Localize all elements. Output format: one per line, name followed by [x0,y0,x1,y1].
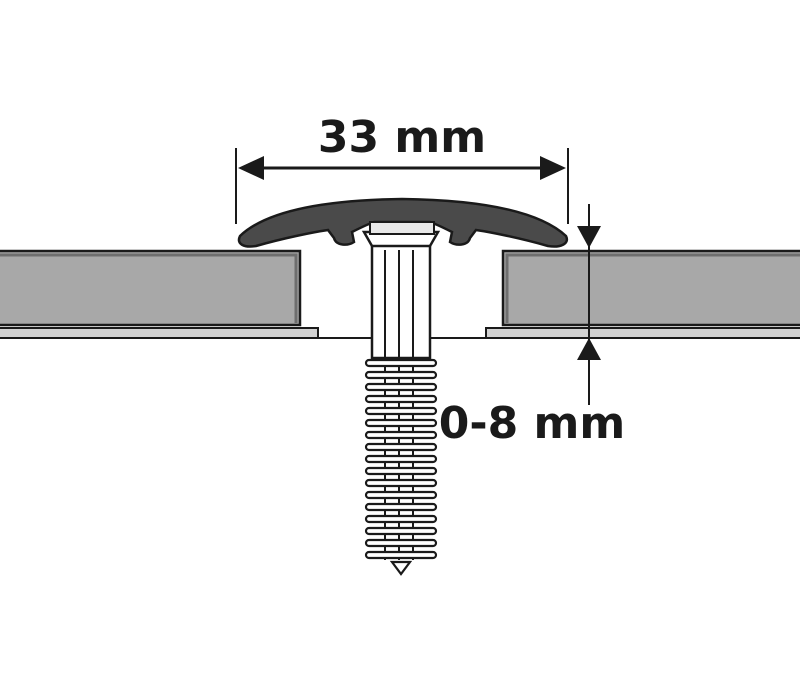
arrow-up-icon [577,338,601,360]
thread-rib [364,550,438,560]
thread-rib [364,490,438,500]
thread-rib [364,418,438,428]
thread-rib [364,502,438,512]
thread-rib [364,370,438,380]
arrow-down-icon [577,226,601,248]
thread-rib [364,526,438,536]
left-base-strip [0,327,319,339]
thread-rib [364,394,438,404]
width-dimension: 33 mm [235,112,569,224]
thread-rib [364,466,438,476]
arrow-left-icon [238,156,264,180]
left-floor-panel [0,249,302,327]
thread-rib [364,406,438,416]
thread-rib [364,358,438,368]
thread-rib [364,442,438,452]
thread-rib [364,454,438,464]
thread-rib [364,514,438,524]
thread-rib [364,478,438,488]
width-dimension-label: 33 mm [318,112,486,163]
right-floor-panel [501,249,800,327]
right-base-strip [485,327,800,339]
thread-rib [364,382,438,392]
transition-profile [237,197,569,248]
thread-rib [364,538,438,548]
height-dimension-label: 0-8 mm [439,398,626,449]
threaded-anchor [361,230,441,576]
height-dimension: 0-8 mm [439,204,626,449]
arrow-right-icon [540,156,566,180]
thread-rib [364,430,438,440]
